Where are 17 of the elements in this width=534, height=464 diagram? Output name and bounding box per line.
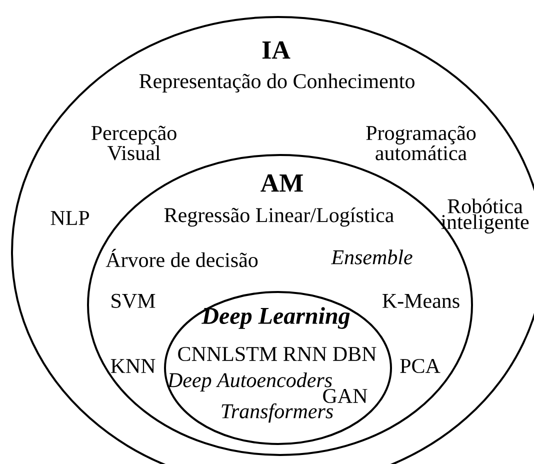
topic-label: Robótica inteligente: [441, 198, 529, 234]
topic-label: SVM: [112, 294, 156, 308]
topic-label: Regressão Linear/Logística: [164, 207, 394, 227]
region-heading: AM: [260, 174, 303, 192]
topic-label: NLP: [50, 211, 89, 225]
topic-label: Programação automática: [366, 126, 476, 160]
topic-label: Representação do Conhecimento: [139, 73, 414, 93]
topic-label: Árvore de decisão: [106, 248, 258, 268]
topic-label: PCA: [400, 358, 440, 374]
topic-label: Percepção Visual: [91, 126, 176, 160]
topic-label: Transformers: [222, 403, 333, 423]
topic-label: CNNLSTM RNN DBN: [178, 346, 376, 362]
topic-label: K-Means: [382, 294, 460, 308]
region-heading: IA: [262, 41, 290, 59]
topic-label: KNN: [110, 359, 156, 373]
region-heading: Deep Learning: [202, 307, 350, 329]
topic-label: Ensemble: [330, 250, 412, 264]
